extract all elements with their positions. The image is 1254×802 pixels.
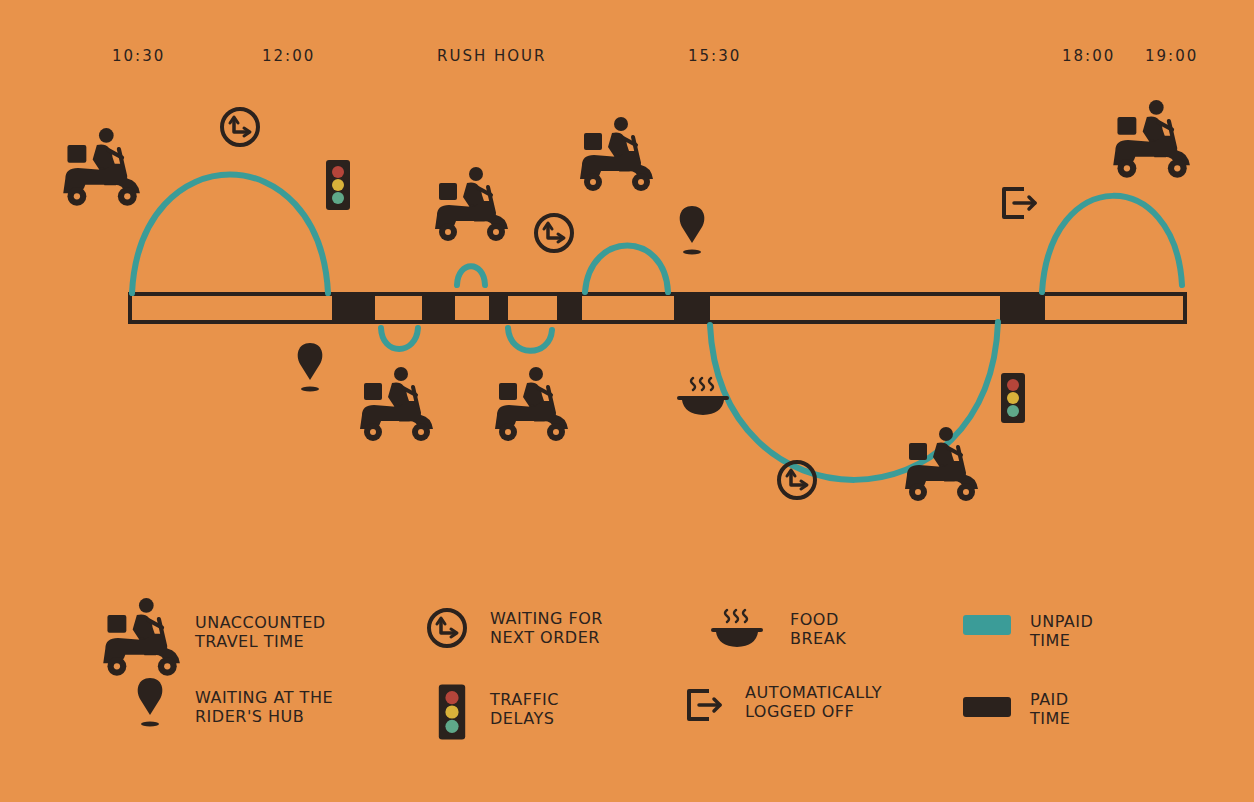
legend-text: WAITING AT THE RIDER'S HUB: [195, 688, 355, 726]
pin-icon: [298, 343, 323, 392]
legend-text: UNACCOUNTED TRAVEL TIME: [195, 613, 345, 651]
time-label: 15:30: [688, 47, 741, 65]
logout-icon: [1004, 189, 1035, 217]
scooter-icon: [435, 167, 508, 241]
traffic-light-icon: [326, 160, 350, 210]
legend-pin-icon: [138, 678, 163, 727]
legend-logout-icon: [689, 691, 720, 719]
scooter-icon: [495, 367, 568, 441]
scooter-icon: [63, 128, 140, 206]
clock-icon: [222, 109, 258, 145]
unpaid-arc: [585, 246, 668, 293]
legend-text: UNPAID TIME: [1030, 612, 1110, 650]
unpaid-arc: [132, 175, 328, 294]
legend-text: PAID TIME: [1030, 690, 1110, 728]
time-label: 12:00: [262, 47, 315, 65]
time-label: 10:30: [112, 47, 165, 65]
scooter-icon: [1113, 100, 1190, 178]
legend-text: FOOD BREAK: [790, 610, 870, 648]
timeline-bar: [130, 294, 1185, 322]
time-label: 19:00: [1145, 47, 1198, 65]
pin-icon: [680, 206, 705, 255]
unpaid-arc: [1042, 196, 1182, 292]
legend-traffic-light-icon: [439, 685, 465, 740]
legend-text: WAITING FOR NEXT ORDER: [490, 609, 630, 647]
scooter-icon: [905, 427, 978, 501]
legend-scooter-icon: [103, 598, 180, 676]
legend-text: AUTOMATICALLY LOGGED OFF: [745, 683, 915, 721]
legend-clock-icon: [429, 610, 465, 646]
food-icon: [679, 378, 727, 415]
traffic-light-icon: [1001, 373, 1025, 423]
scooter-icon: [360, 367, 433, 441]
time-label: 18:00: [1062, 47, 1115, 65]
paid-block: [332, 294, 375, 322]
legend-food-icon: [713, 610, 761, 647]
scooter-icon: [580, 117, 653, 191]
legend-swatch: [963, 615, 1011, 635]
time-label: RUSH HOUR: [437, 47, 546, 65]
unpaid-arc: [508, 328, 552, 351]
clock-icon: [779, 462, 815, 498]
clock-icon: [536, 215, 572, 251]
paid-block: [489, 294, 508, 322]
paid-block: [422, 294, 455, 322]
unpaid-arc: [710, 322, 998, 480]
paid-block: [674, 294, 710, 322]
unpaid-arc: [381, 328, 418, 349]
legend-swatch: [963, 697, 1011, 717]
paid-block: [557, 294, 582, 322]
unpaid-arc: [457, 266, 485, 285]
paid-block: [1000, 294, 1045, 322]
legend-text: TRAFFIC DELAYS: [490, 690, 590, 728]
